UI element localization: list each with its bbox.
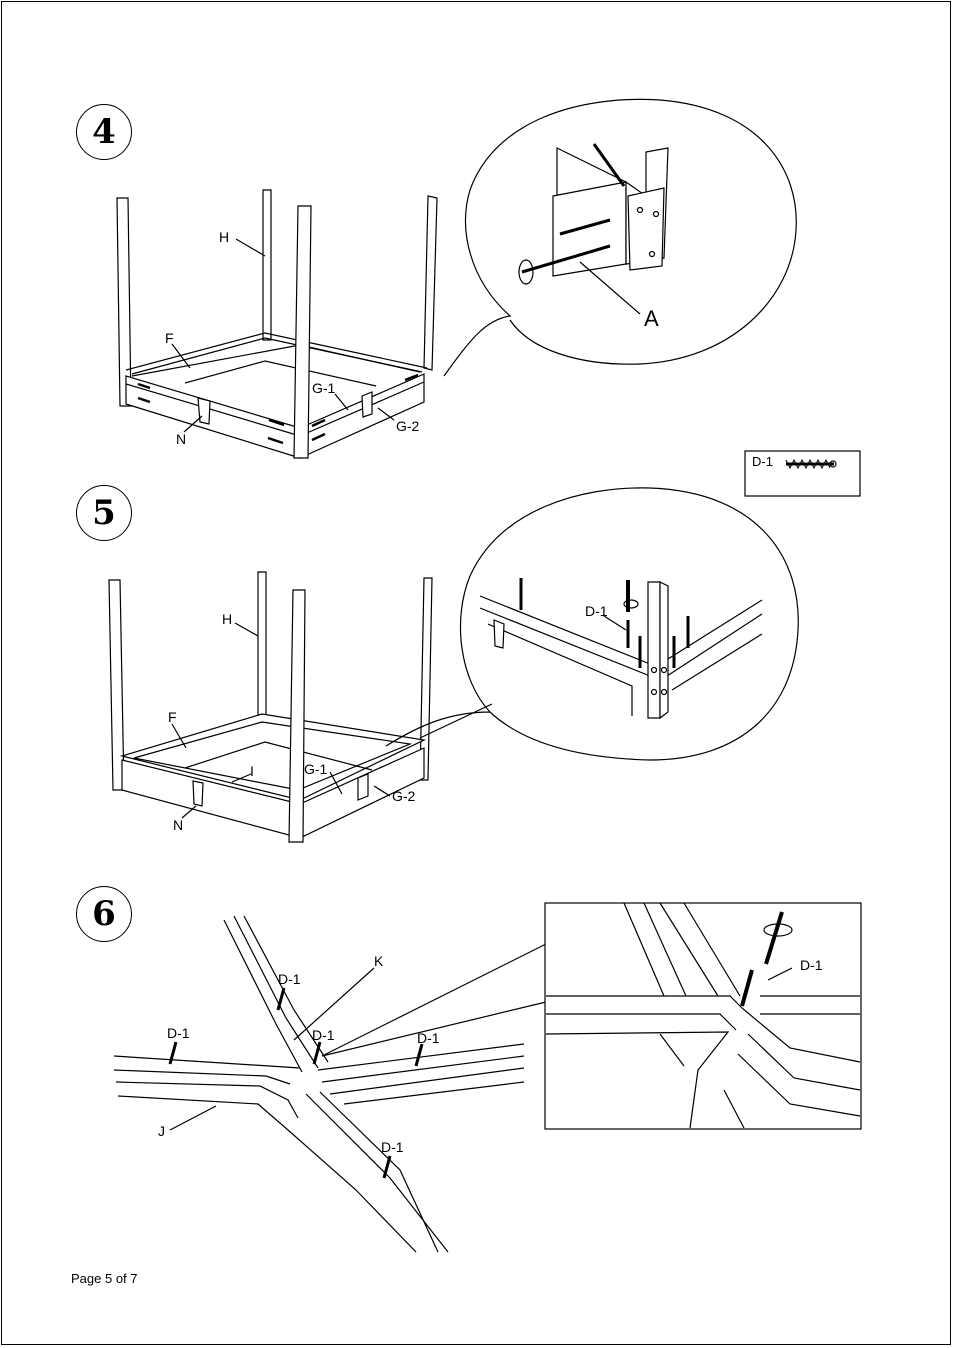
label-detail-a: A (644, 306, 659, 331)
hardware-box (744, 450, 861, 497)
label-screw-5: D-1 (381, 1139, 404, 1155)
step-6-roof-junction (113, 915, 547, 1253)
label-g1: G-1 (312, 380, 336, 396)
label-g2: G-2 (396, 418, 420, 434)
hardware-box-label: D-1 (752, 454, 773, 469)
step-5-labels: H F I G-1 G-2 N (168, 611, 416, 833)
step-4-sandbox-frame (116, 189, 438, 459)
label-g1: G-1 (304, 761, 328, 777)
step-6-number: 6 (76, 886, 132, 942)
label-n: N (173, 817, 183, 833)
label-i: I (250, 763, 254, 779)
label-screw-3: D-1 (312, 1027, 335, 1043)
label-screw-4: D-1 (417, 1030, 440, 1046)
step-4-detail-bubble (443, 98, 797, 377)
step-5-number: 5 (76, 485, 132, 541)
step-6-detail-box (544, 902, 862, 1130)
step-5-sandbox-frame (108, 571, 433, 843)
label-f: F (165, 330, 174, 346)
label-k: K (374, 953, 384, 969)
label-j: J (158, 1123, 165, 1139)
label-detail-d1: D-1 (800, 957, 823, 973)
label-screw-1: D-1 (278, 971, 301, 987)
label-g2: G-2 (392, 788, 416, 804)
label-n: N (176, 431, 186, 447)
page-number: Page 5 of 7 (71, 1271, 138, 1286)
label-f: F (168, 709, 177, 725)
label-h: H (219, 229, 229, 245)
step-4-labels: H F G-1 G-2 N (165, 229, 420, 447)
step-6-labels: K J D-1 D-1 D-1 D-1 D-1 (158, 953, 440, 1155)
step-4-number: 4 (76, 104, 132, 160)
label-h: H (222, 611, 232, 627)
step-5-detail-bubble (385, 487, 799, 761)
label-screw-2: D-1 (167, 1025, 190, 1041)
label-detail-d1: D-1 (585, 603, 608, 619)
